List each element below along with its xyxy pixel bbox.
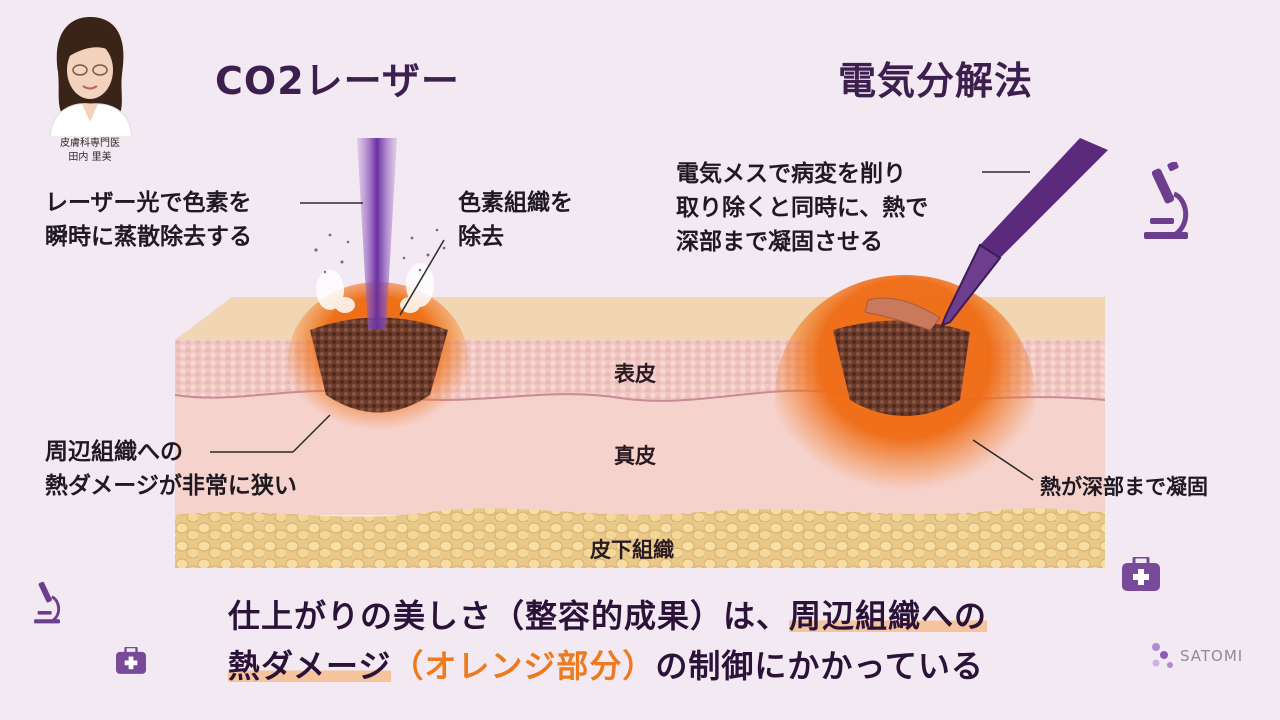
annotation-narrow-damage: 周辺組織への 熱ダメージが非常に狭い	[45, 439, 297, 499]
conclusion-line-1: 仕上がりの美しさ（整容的成果）は、周辺組織への	[228, 597, 988, 635]
annotation-removed-tissue: 色素組織を 除去	[458, 190, 573, 250]
orange-part-note: （オレンジ部分）	[391, 647, 656, 685]
doctor-caption: 皮膚科専門医 田内 里美	[35, 137, 145, 165]
annotation-laser-beam: レーザー光で色素を 瞬時に蒸散除去する	[45, 190, 252, 250]
brand-name: SATOMI	[1180, 647, 1244, 665]
annotation-electrocautery: 電気メスで病変を削り 取り除くと同時に、熱で 深部まで凝固させる	[676, 161, 929, 255]
highlight-surrounding-tissue: 周辺組織への	[789, 597, 988, 635]
highlight-heat-damage: 熱ダメージ	[228, 647, 392, 685]
doctor-title: 皮膚科専門医	[60, 138, 120, 149]
layer-epidermis-label: 表皮	[614, 362, 656, 386]
brand-logo-icon	[1152, 643, 1173, 668]
left-title: CO2レーザー	[215, 59, 460, 103]
right-title: 電気分解法	[838, 59, 1034, 103]
doctor-name: 田内 里美	[68, 152, 112, 163]
medical-kit-icon	[1122, 555, 1160, 595]
medical-kit-icon	[116, 645, 146, 678]
doctor-avatar	[40, 12, 140, 138]
layer-dermis-label: 真皮	[614, 444, 656, 468]
brand-logo: SATOMI	[1150, 641, 1243, 671]
conclusion-line-2: 熱ダメージ（オレンジ部分）の制御にかかっている	[228, 647, 984, 685]
microscope-icon	[30, 578, 64, 628]
microscope-icon	[1140, 160, 1192, 244]
annotation-deep-heat: 熱が深部まで凝固	[1040, 475, 1208, 499]
layer-subcutis-label: 皮下組織	[590, 538, 674, 562]
